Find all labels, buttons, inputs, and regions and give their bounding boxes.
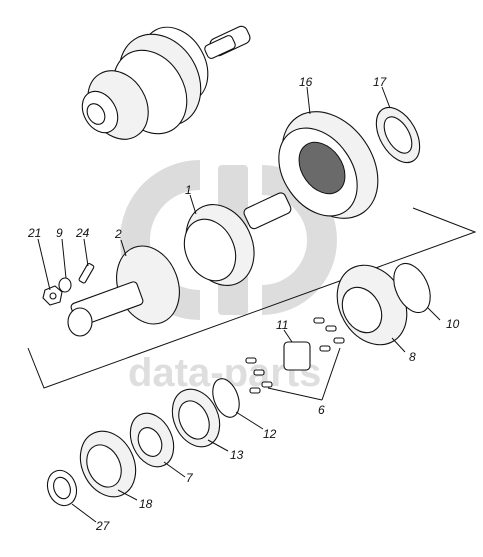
- label-21: 21: [27, 226, 41, 240]
- part-10-snap-ring: [393, 262, 431, 314]
- part-21-nut: [42, 285, 63, 306]
- label-18: 18: [139, 497, 153, 511]
- part-16-ring-gear: [278, 111, 379, 219]
- label-9: 9: [56, 226, 63, 240]
- main-shaft-assembly: [81, 25, 251, 140]
- part-11-bushing: [283, 341, 311, 371]
- part-12-ring: [212, 378, 240, 418]
- part-8-gear: [336, 264, 408, 346]
- label-13: 13: [230, 448, 244, 462]
- part-13-gear-ring: [171, 388, 221, 448]
- label-10: 10: [446, 317, 460, 331]
- part-1-drum-shaft: [183, 192, 292, 286]
- part-27-nut: [46, 469, 78, 507]
- part-7-gear: [129, 412, 175, 468]
- label-24: 24: [75, 226, 90, 240]
- part-18-bearing: [79, 430, 137, 498]
- part-6-needle-rollers: [245, 317, 345, 394]
- label-2: 2: [114, 227, 122, 241]
- part-17-gear-ring: [375, 106, 421, 164]
- label-6: 6: [318, 403, 325, 417]
- assembly-frame: [27, 207, 477, 389]
- label-12: 12: [263, 427, 277, 441]
- label-7: 7: [186, 471, 194, 485]
- label-27: 27: [95, 519, 111, 533]
- label-1: 1: [185, 183, 192, 197]
- label-8: 8: [409, 350, 416, 364]
- leader-lines: [37, 86, 441, 523]
- part-24-pin: [78, 263, 95, 284]
- label-16: 16: [299, 75, 313, 89]
- label-11: 11: [276, 318, 288, 332]
- part-2-flanged-shaft: [67, 245, 180, 337]
- label-17: 17: [373, 75, 388, 89]
- part-9-washer: [58, 277, 72, 293]
